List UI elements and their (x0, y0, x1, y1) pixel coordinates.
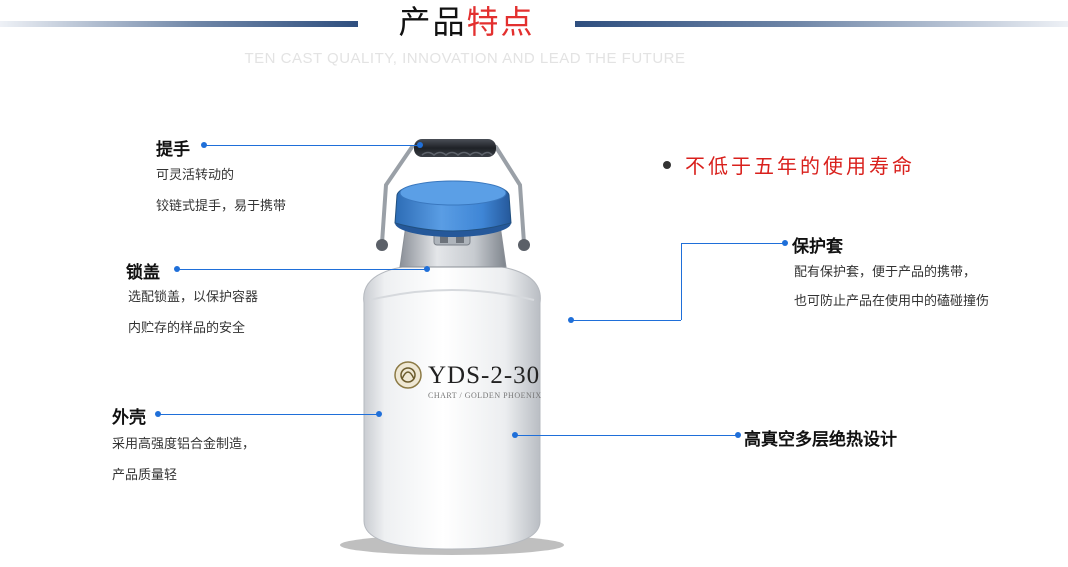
feature-insulation-title: 高真空多层绝热设计 (744, 430, 897, 450)
product-model-label: YDS-2-30 (428, 362, 541, 389)
feature-shell-desc-2: 产品质量轻 (112, 468, 178, 483)
callout-line (158, 414, 378, 415)
feature-handle-title: 提手 (156, 140, 190, 160)
callout-line (204, 145, 419, 146)
feature-lid-desc-1: 选配锁盖，以保护容器 (128, 290, 259, 305)
callout-line (177, 269, 427, 270)
callout-dot (782, 240, 788, 246)
lifespan-highlight: 不低于五年的使用寿命 (685, 154, 915, 178)
section-title-part1: 产品 (398, 3, 467, 41)
callout-line (515, 435, 737, 436)
section-title: 产品特点 (358, 0, 575, 44)
callout-dot (424, 266, 430, 272)
callout-line (681, 243, 784, 244)
feature-lid-title: 锁盖 (126, 263, 160, 283)
dewar-flask-image (340, 139, 564, 555)
section-subtitle: TEN CAST QUALITY, INNOVATION AND LEAD TH… (244, 50, 686, 67)
header-right-bar (575, 21, 1068, 27)
feature-handle-desc-2: 铰链式提手，易于携带 (156, 199, 287, 214)
callout-dot (376, 411, 382, 417)
section-title-part2: 特点 (466, 3, 535, 41)
callout-line (681, 243, 682, 320)
product-brand-label: CHART / GOLDEN PHOENIX (428, 391, 542, 400)
header-left-bar (0, 21, 358, 27)
callout-dot (417, 142, 423, 148)
feature-cover-desc-1: 配有保护套，便于产品的携带， (794, 265, 977, 280)
feature-cover-desc-2: 也可防止产品在使用中的磕碰撞伤 (794, 294, 990, 309)
feature-shell-title: 外壳 (112, 408, 146, 428)
callout-line (571, 320, 681, 321)
highlight-bullet-icon (663, 161, 671, 169)
feature-handle-desc-1: 可灵活转动的 (156, 168, 235, 183)
callout-dot (735, 432, 741, 438)
feature-lid-desc-2: 内贮存的样品的安全 (128, 321, 246, 336)
feature-shell-desc-1: 采用高强度铝合金制造， (112, 437, 256, 452)
feature-cover-title: 保护套 (792, 237, 843, 257)
